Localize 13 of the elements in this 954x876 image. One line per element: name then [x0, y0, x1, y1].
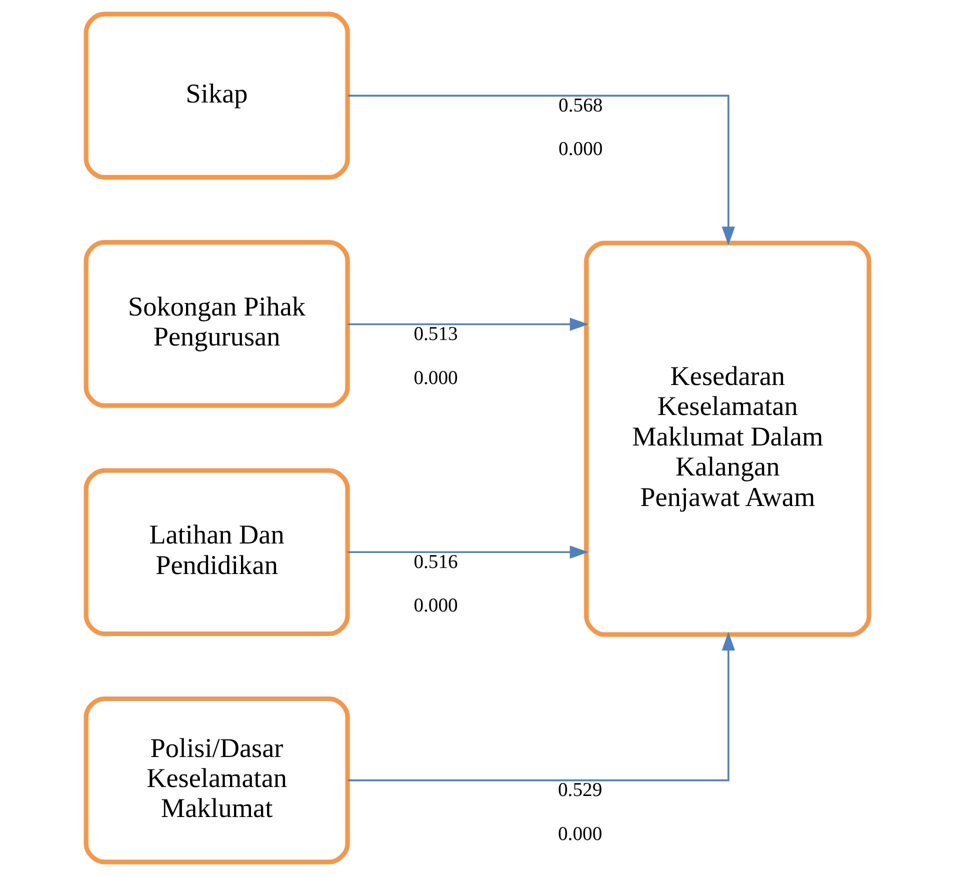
arrow [347, 632, 734, 782]
edge-label: 0.529 0.000 [558, 779, 602, 845]
node-box: Sikap [83, 12, 350, 180]
edge-label: 0.516 0.000 [413, 550, 458, 617]
arrow [347, 94, 734, 246]
edge-label: 0.568 0.000 [558, 94, 602, 160]
arrow [347, 318, 588, 331]
node-box: Sokongan Pihak Pengurusan [83, 240, 350, 408]
edge-label: 0.513 0.000 [413, 322, 458, 389]
node-box: Kesedaran Keselamatan Maklumat Dalam Kalangan Penjawat Awam [584, 240, 871, 637]
node-box: Polisi/Dasar Keselamatan Maklumat [83, 696, 350, 864]
node-box: Latihan Dan Pendidikan [83, 468, 350, 636]
arrow [347, 546, 588, 559]
